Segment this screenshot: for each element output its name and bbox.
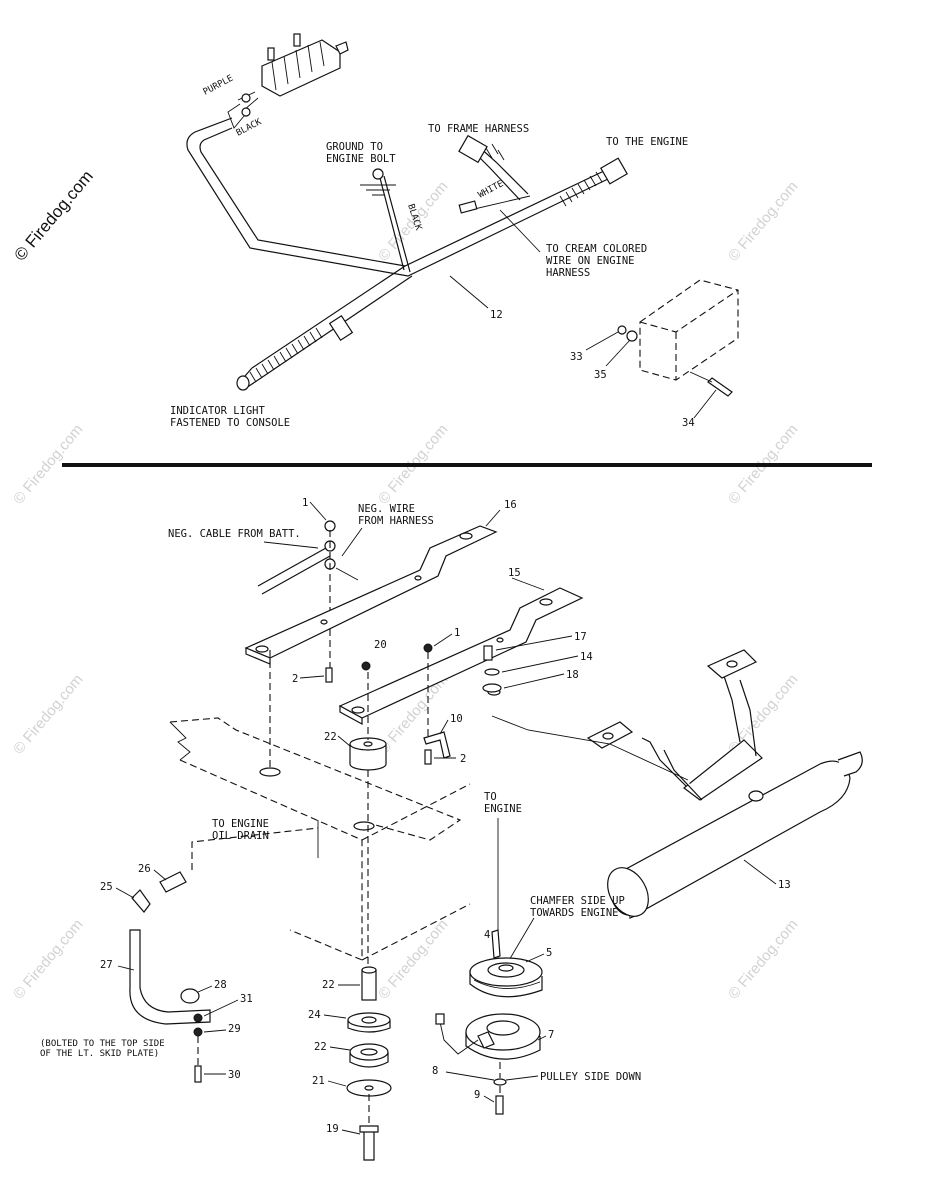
to-the-engine-label: TO THE ENGINE <box>606 136 688 148</box>
callout-25: 25 <box>100 881 113 893</box>
callout-26: 26 <box>138 863 151 875</box>
callout-16: 16 <box>504 499 517 511</box>
indicator-light-label: FASTENED TO CONSOLE <box>170 417 290 429</box>
purple-wire-label: PURPLE <box>202 74 235 98</box>
callout-1b: 1 <box>454 627 460 639</box>
callout-20: 20 <box>374 639 387 651</box>
callout-15: 15 <box>508 567 521 579</box>
watermark: © Firedog.com <box>10 916 86 1002</box>
callout-22c: 22 <box>314 1041 327 1053</box>
indicator-light-part <box>237 33 349 117</box>
to-engine-label: TO <box>484 791 497 803</box>
callout-21: 21 <box>312 1075 325 1087</box>
callout-10: 10 <box>450 713 463 725</box>
mounting-box <box>617 279 739 397</box>
neg-cable-label: NEG. CABLE FROM BATT. <box>168 528 301 540</box>
callout-35: 35 <box>594 369 607 381</box>
callout-4: 4 <box>484 929 490 941</box>
callout-8: 8 <box>432 1065 438 1077</box>
bolted-note: OF THE LT. SKID PLATE) <box>40 1049 159 1059</box>
callout-13: 13 <box>778 879 791 891</box>
callout-34: 34 <box>682 417 695 429</box>
watermark: © Firedog.com <box>10 671 86 757</box>
callout-9: 9 <box>474 1089 480 1101</box>
bracket-15 <box>338 587 584 726</box>
to-engine-label: ENGINE <box>484 803 522 815</box>
mounting-section: 1 NEG. CABLE FROM BATT. NEG. WIRE FROM H… <box>40 497 863 1161</box>
callout-14: 14 <box>580 651 593 663</box>
callout-7: 7 <box>548 1029 554 1041</box>
watermark: © Firedog.com <box>725 916 801 1002</box>
neg-wire-label: FROM HARNESS <box>358 515 434 527</box>
callout-22b: 22 <box>322 979 335 991</box>
harness-12 <box>186 117 628 391</box>
bolted-note: (BOLTED TO THE TOP SIDE <box>40 1039 165 1049</box>
clutch-7 <box>435 1013 541 1060</box>
watermark: © Firedog.com <box>725 178 801 264</box>
chamfer-label: CHAMFER SIDE UP <box>530 895 625 907</box>
watermark: © Firedog.com <box>375 916 451 1002</box>
battery-cable <box>257 547 331 595</box>
watermark-main: © Firedog.com <box>11 167 97 265</box>
to-engine-oil-label: OIL DRAIN <box>212 830 269 842</box>
callout-19: 19 <box>326 1123 339 1135</box>
callout-1a: 1 <box>302 497 308 509</box>
callout-31: 31 <box>240 993 253 1005</box>
pulley-5 <box>469 957 543 998</box>
callout-2b: 2 <box>460 753 466 765</box>
ground-label: GROUND TO <box>326 141 383 153</box>
black-wire-label-left: BLACK <box>235 117 264 139</box>
callout-29: 29 <box>228 1023 241 1035</box>
cream-wire-label: WIRE ON ENGINE <box>546 255 635 267</box>
ground-label: ENGINE BOLT <box>326 153 396 165</box>
callout-12: 12 <box>490 309 503 321</box>
oil-drain-parts <box>129 827 319 1083</box>
watermark: © Firedog.com <box>725 671 801 757</box>
callout-2a: 2 <box>292 673 298 685</box>
pulley-side-down-label: PULLEY SIDE DOWN <box>540 1071 641 1083</box>
to-frame-harness-label: TO FRAME HARNESS <box>428 123 529 135</box>
callout-22a: 22 <box>324 731 337 743</box>
muffler-13 <box>491 649 863 919</box>
indicator-light-label: INDICATOR LIGHT <box>170 405 266 417</box>
wire-harness-section: PURPLE BLACK GROUND TO ENGI <box>170 33 739 429</box>
to-engine-oil-label: TO ENGINE <box>212 818 269 830</box>
white-wire-label: WHITE <box>477 179 506 201</box>
callout-18: 18 <box>566 669 579 681</box>
rubber-mount-22 <box>349 737 387 771</box>
callout-33: 33 <box>570 351 583 363</box>
neg-wire-label: NEG. WIRE <box>358 503 415 515</box>
callout-17: 17 <box>574 631 587 643</box>
cream-wire-label: HARNESS <box>546 267 590 279</box>
callout-28: 28 <box>214 979 227 991</box>
chamfer-label: TOWARDS ENGINE <box>530 907 619 919</box>
bracket-16 <box>244 525 498 665</box>
mount-stack <box>346 966 392 1161</box>
callout-30: 30 <box>228 1069 241 1081</box>
callout-24: 24 <box>308 1009 321 1021</box>
callout-5: 5 <box>546 947 552 959</box>
cream-wire-label: TO CREAM COLORED <box>546 243 647 255</box>
frame-plate <box>169 650 471 961</box>
callout-27: 27 <box>100 959 113 971</box>
